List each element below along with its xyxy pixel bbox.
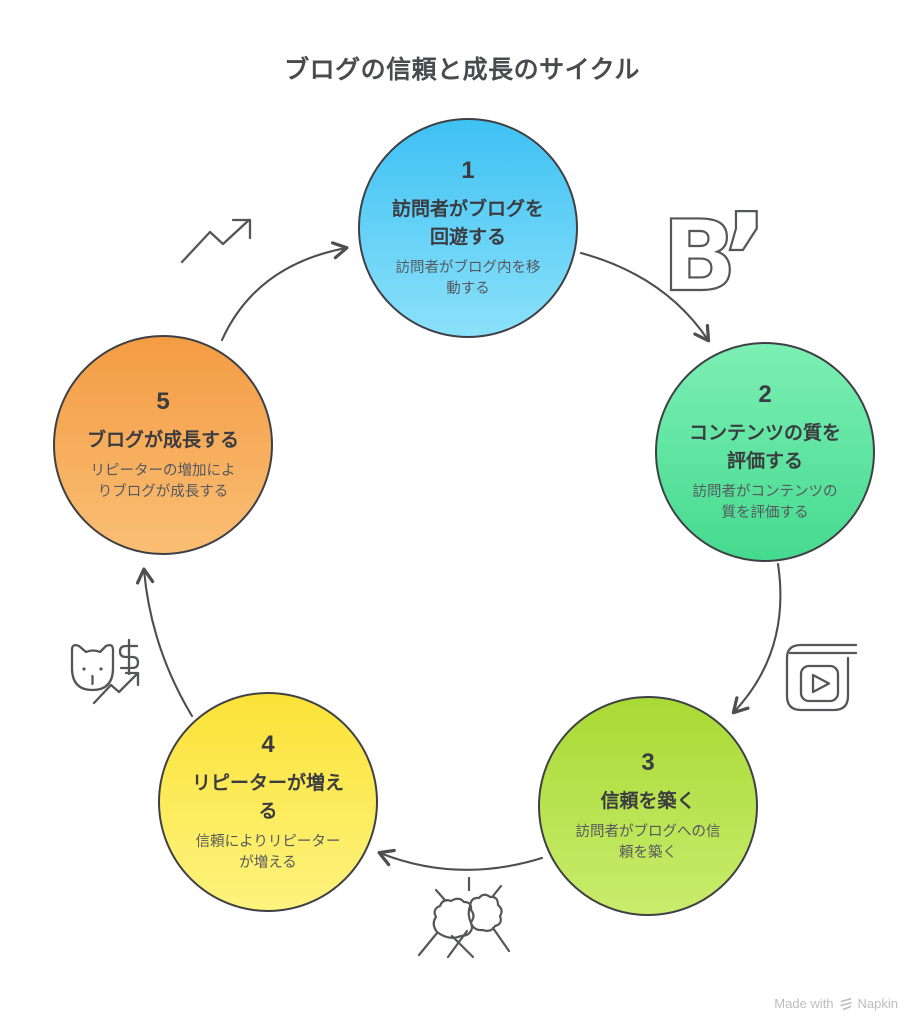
watermark-brand: Napkin: [857, 996, 898, 1011]
step-number: 2: [758, 381, 772, 409]
svg-text:’: ’: [722, 187, 770, 332]
arrow-step1-to-step2: [579, 251, 711, 343]
step-title: ブログが成長する: [86, 429, 239, 451]
step-number: 3: [641, 748, 655, 776]
step-number: 5: [156, 387, 170, 415]
trending-up-icon: [180, 218, 252, 264]
arrow-step3-to-step4: [377, 848, 544, 871]
cycle-step-1: 1 訪問者がブログを回遊する 訪問者がブログ内を移動する: [358, 118, 578, 338]
cycle-step-3: 3 信頼を築く 訪問者がブログへの信頼を築く: [538, 696, 758, 916]
napkin-logo-icon: [839, 997, 852, 1010]
watermark: Made with Napkin: [774, 996, 898, 1011]
step-description: リピーターの増加によりブログが成長する: [90, 463, 236, 500]
step-title: リピーターが増える: [191, 773, 344, 822]
step-description: 訪問者がブログ内を移動する: [395, 260, 541, 297]
step-title: 信頼を築く: [600, 790, 696, 812]
watermark-text: Made with: [774, 996, 834, 1011]
step-description: 訪問者がブログへの信頼を築く: [575, 824, 721, 861]
fist-bump-icon: [417, 876, 511, 959]
page-title: ブログの信頼と成長のサイクル: [284, 56, 640, 84]
letter-b-apostrophe-icon: B ’: [661, 186, 771, 333]
step-title: コンテンツの質を評価する: [688, 423, 841, 472]
cycle-step-4: 4 リピーターが増える 信頼によりリピーターが増える: [158, 692, 378, 912]
step-description: 訪問者がコンテンツの質を評価する: [692, 484, 838, 521]
step-number: 4: [261, 731, 275, 759]
arrow-step2-to-step3: [731, 562, 782, 715]
cat-money-growth-icon: [70, 638, 140, 705]
step-number: 1: [461, 157, 475, 185]
cycle-step-2: 2 コンテンツの質を評価する 訪問者がコンテンツの質を評価する: [655, 342, 875, 562]
arrow-step4-to-step5: [135, 567, 194, 718]
svg-text:B: B: [662, 200, 737, 314]
arrow-step5-to-step1: [220, 241, 349, 342]
step-title: 訪問者がブログを回遊する: [391, 199, 544, 248]
cycle-step-5: 5 ブログが成長する リピーターの増加によりブログが成長する: [53, 335, 273, 555]
video-book-icon: [785, 643, 858, 712]
step-description: 信頼によりリピーターが増える: [195, 834, 341, 871]
